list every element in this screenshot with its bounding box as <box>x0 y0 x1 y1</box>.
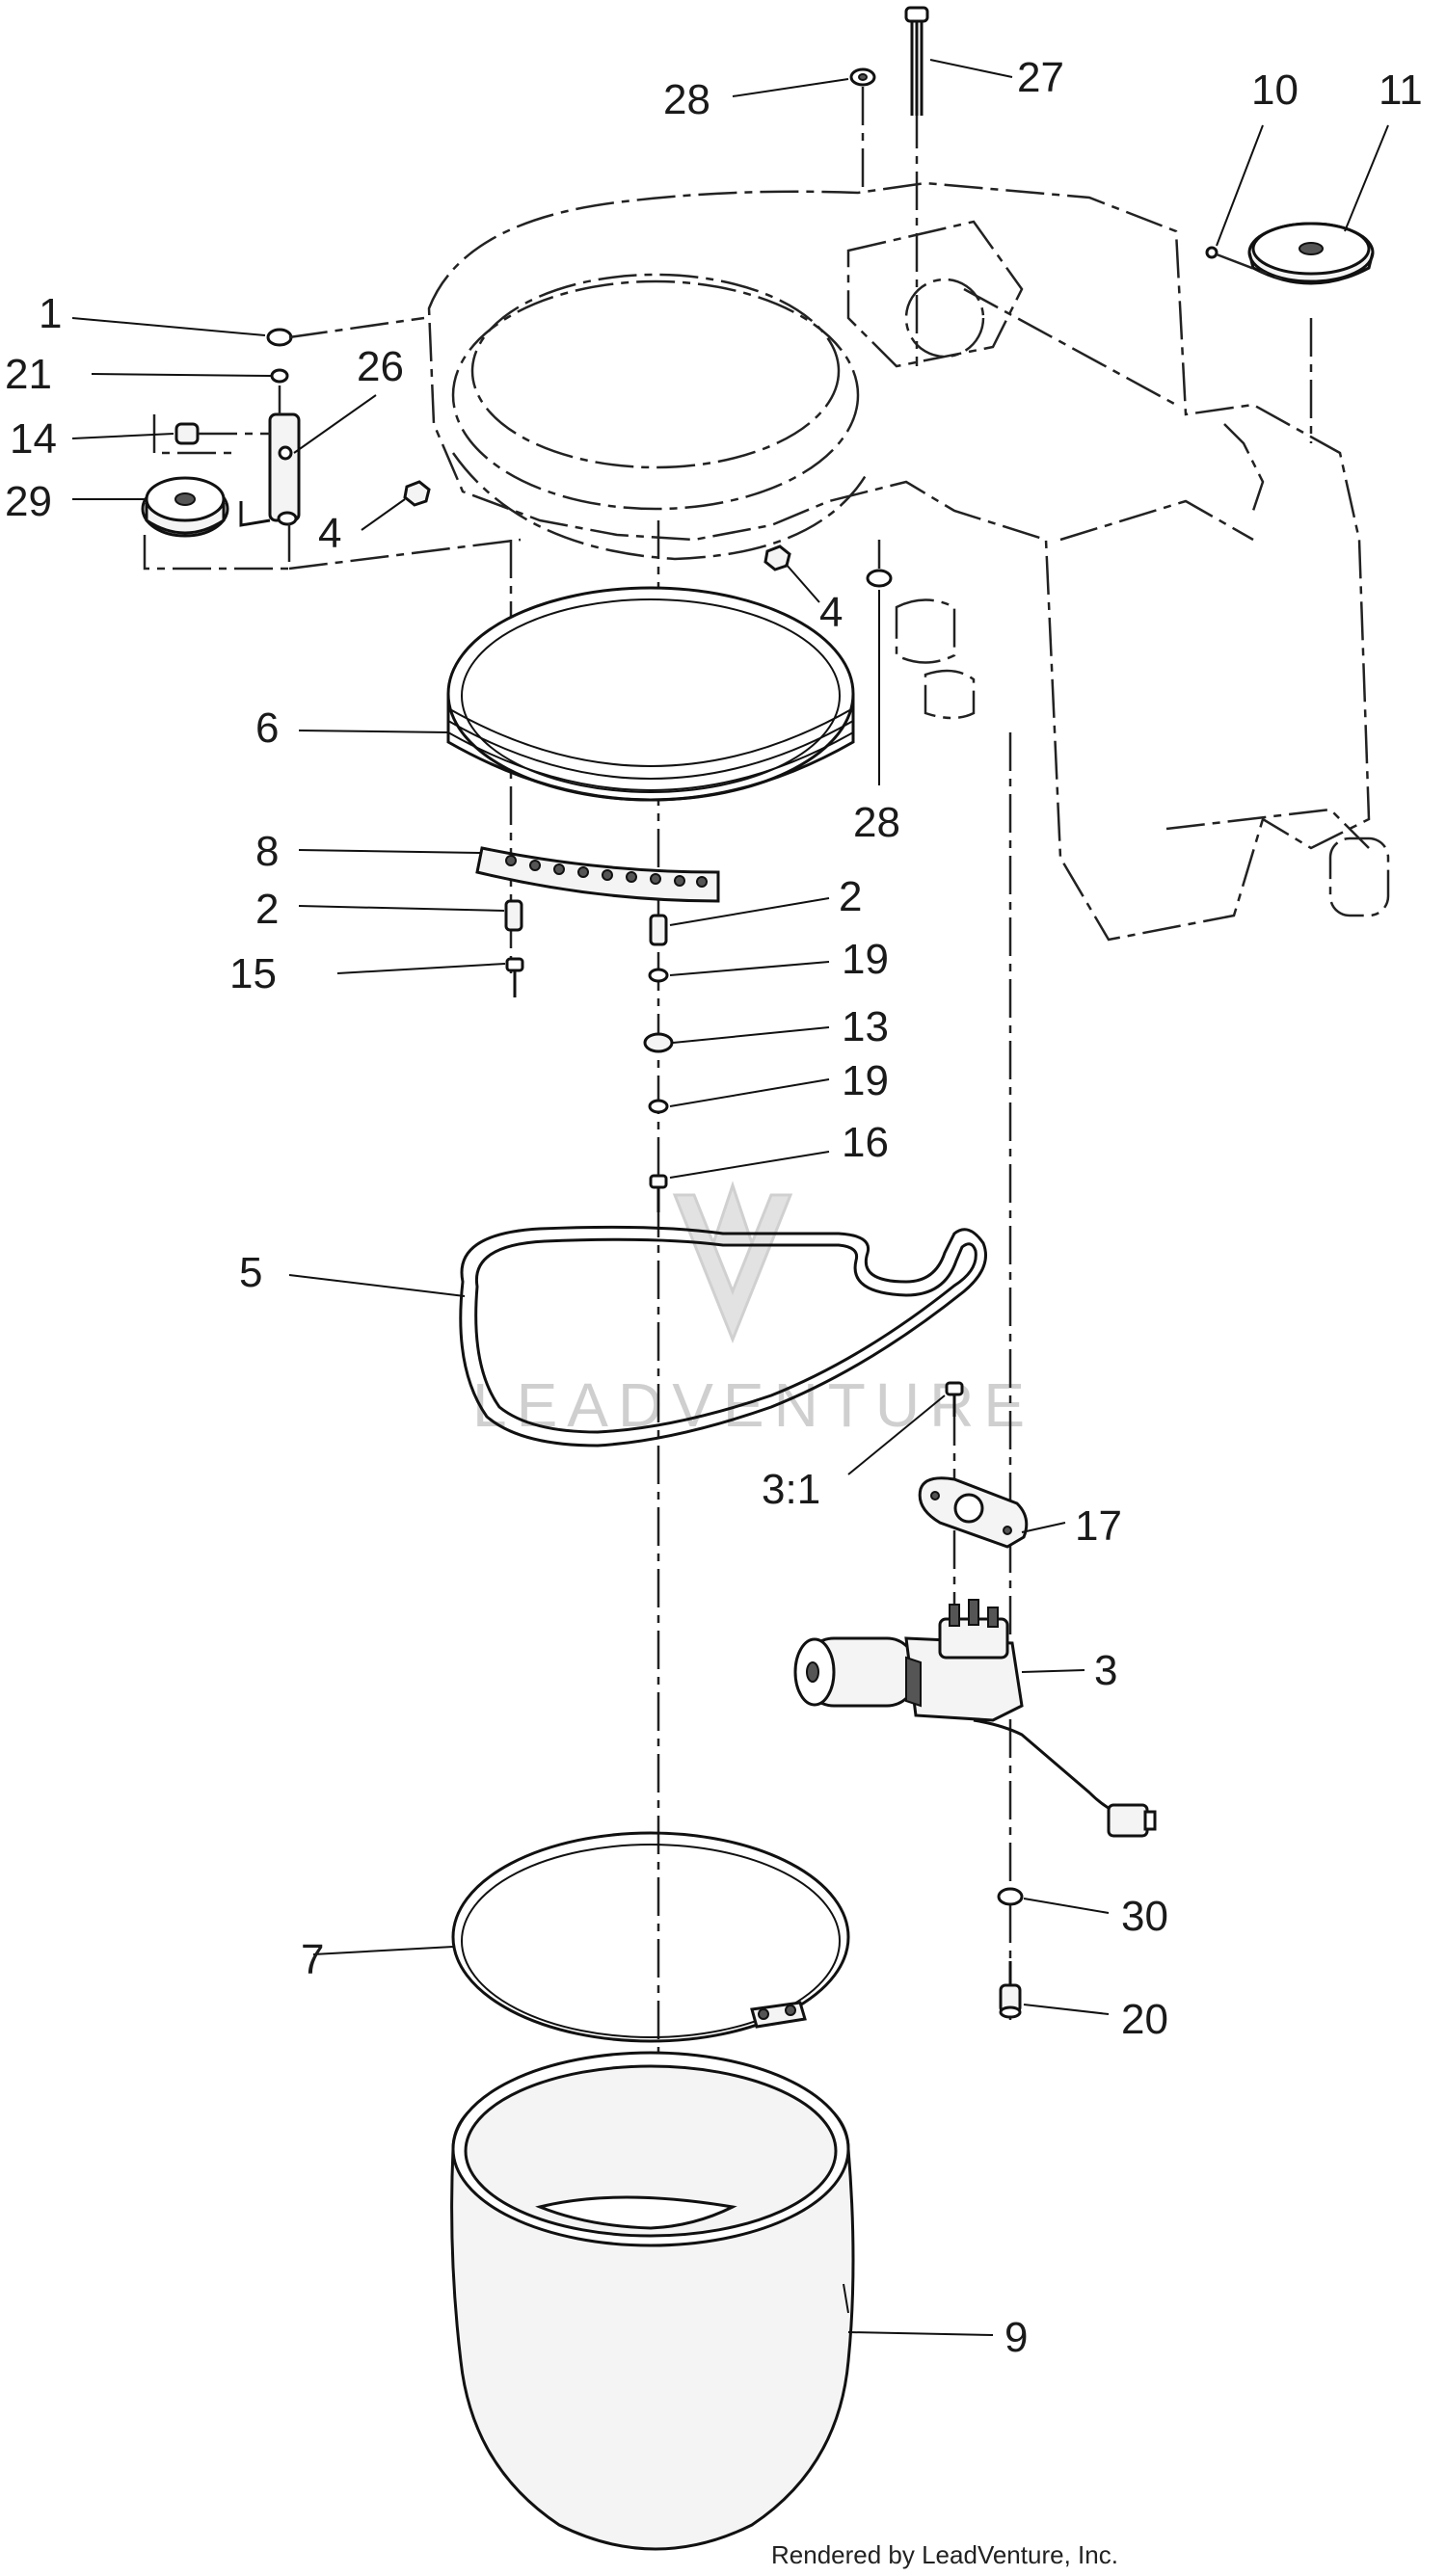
callout-20: 20 <box>1121 1996 1168 2043</box>
part-28-washer-top <box>849 67 876 87</box>
part-19-washer-a <box>648 968 669 983</box>
callout-1: 1 <box>39 290 62 337</box>
callout-19-b: 19 <box>842 1057 889 1104</box>
callout-6: 6 <box>255 704 279 752</box>
part-27-bolt <box>904 6 929 116</box>
callout-10: 10 <box>1251 66 1299 114</box>
part-19-washer-b <box>648 1099 669 1114</box>
callout-15: 15 <box>229 950 277 997</box>
part-11-pulley <box>1247 222 1375 285</box>
part-21-washer <box>270 368 289 384</box>
idler-assembly <box>141 316 522 571</box>
credit-line: Rendered by LeadVenture, Inc. <box>771 2540 1118 2569</box>
part-9-bowl <box>450 2051 855 2551</box>
watermark-logo-mark <box>672 1181 793 1344</box>
part-17-plate <box>918 1476 1029 1549</box>
callout-11: 11 <box>1379 66 1423 114</box>
callout-28-lower: 28 <box>853 799 900 846</box>
mounting-frame <box>427 181 1390 942</box>
callout-13: 13 <box>842 1003 889 1050</box>
callout-9: 9 <box>1004 2314 1028 2361</box>
part-20-bolt <box>999 1961 1022 2019</box>
part-29-idler-pulley <box>141 476 229 538</box>
part-2-spacer-left <box>504 899 523 932</box>
callout-7: 7 <box>301 1936 324 1983</box>
part-15-bolt <box>505 957 524 997</box>
part-30-washer <box>997 1887 1024 1906</box>
callout-8: 8 <box>255 828 279 875</box>
callout-2-right: 2 <box>839 873 862 920</box>
part-13-spacer <box>643 1032 674 1053</box>
callout-16: 16 <box>842 1119 889 1166</box>
callout-2-left: 2 <box>255 886 279 933</box>
part-4-nut-left <box>403 480 431 507</box>
part-3-1-screw <box>945 1381 964 1417</box>
callout-4-right: 4 <box>819 589 843 636</box>
leader-lines <box>71 59 1389 2336</box>
callout-5: 5 <box>239 1249 262 1296</box>
part-6-bearing-ring <box>446 586 855 802</box>
part-2-spacer-right <box>649 914 668 946</box>
callout-3: 3 <box>1094 1647 1117 1694</box>
part-3-motor <box>793 1599 1157 1838</box>
callout-30: 30 <box>1121 1893 1168 1940</box>
part-26-bracket <box>239 412 301 527</box>
callout-19-a: 19 <box>842 936 889 983</box>
part-28-washer-lower <box>866 540 893 588</box>
part-5-belt <box>459 1225 987 1447</box>
callout-4-left: 4 <box>318 510 341 557</box>
part-4-nut-right <box>763 544 791 571</box>
part-16-bolt <box>649 1174 668 1212</box>
callout-28-top: 28 <box>663 76 710 123</box>
part-8-segment <box>475 846 720 903</box>
callout-26: 26 <box>357 343 404 390</box>
callout-21: 21 <box>5 351 52 398</box>
callout-14: 14 <box>10 415 57 463</box>
callout-3-1: 3:1 <box>762 1466 820 1513</box>
part-10-pin <box>1205 246 1218 259</box>
part-7-clamp-band <box>451 1831 850 2043</box>
callout-labels: 28 27 10 11 1 21 26 14 29 4 4 6 28 8 2 2… <box>5 54 1423 2361</box>
callout-27: 27 <box>1017 54 1064 101</box>
callout-29: 29 <box>5 478 52 525</box>
part-14-spacer <box>174 422 200 445</box>
callout-17: 17 <box>1075 1502 1122 1550</box>
part-1-washer <box>266 328 293 347</box>
